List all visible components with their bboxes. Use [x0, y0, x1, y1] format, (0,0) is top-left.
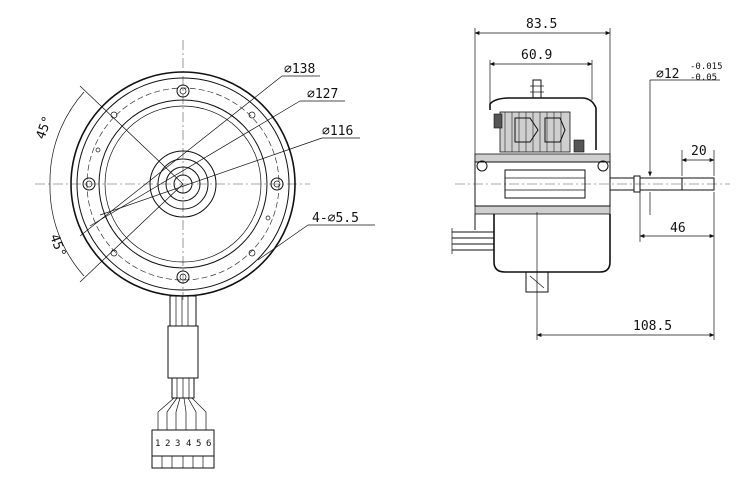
mounting-hole-bottom [176, 270, 190, 284]
pin-label-6: 6 [206, 439, 211, 449]
cable-bundle [167, 295, 199, 399]
stator-winding [499, 111, 571, 153]
bearing-right-top [573, 139, 585, 153]
pin-label-5: 5 [196, 439, 201, 449]
body-inner-circle [104, 105, 262, 263]
rim-rivets [95, 111, 271, 257]
angle-arc-bottom [49, 183, 85, 277]
dim-overall-len: 108.5 [633, 319, 672, 334]
flange-bolt-right [597, 160, 609, 172]
flange-rim-circle [76, 77, 290, 291]
mounting-hole-top [176, 84, 190, 98]
body-circle [98, 99, 268, 269]
mounting-hole-left [82, 177, 96, 191]
diameter-leaders [79, 75, 375, 261]
dim-shaft-diameter: ⌀12 [656, 67, 679, 82]
front-view: 45° 45° ⌀138 ⌀127 ⌀116 4-⌀5.5 [34, 40, 375, 469]
motor-top-cap [489, 97, 597, 150]
bearing-left-top [493, 113, 503, 129]
angle-line-top [79, 85, 184, 185]
wires [157, 397, 207, 430]
hub-inner [165, 166, 201, 202]
side-view: 83.5 60.9 [451, 17, 730, 340]
pin-label-3: 3 [175, 439, 180, 449]
flange-plate-top [474, 153, 611, 163]
flange-bolt-left [476, 160, 488, 172]
shaft-end [173, 174, 193, 194]
hub-outer [149, 150, 217, 218]
flange-plate-bottom [474, 205, 611, 215]
pin-label-1: 1 [155, 439, 160, 449]
dim-outer-diameter: ⌀138 [284, 62, 315, 77]
angle-line-bottom [79, 183, 184, 283]
dim-width-body: 60.9 [521, 48, 552, 63]
dim-shaft-tol-lower: -0.05 [690, 73, 717, 83]
dim-holes: 4-⌀5.5 [312, 211, 359, 226]
angle-label-top: 45° [34, 114, 56, 141]
hub-middle [157, 158, 209, 210]
angle-arc-top [49, 91, 85, 185]
connector: 1 2 3 4 5 6 [151, 429, 215, 469]
angle-label-bottom: 45° [46, 232, 68, 259]
dim-width-total: 83.5 [526, 17, 557, 32]
pin-label-2: 2 [165, 439, 170, 449]
top-terminal [532, 79, 542, 99]
dim-shaft-tol-upper: -0.015 [690, 62, 723, 72]
side-cable [451, 228, 494, 254]
dim-shaft-len: 46 [670, 221, 686, 236]
dim-bolt-diameter: ⌀127 [307, 87, 338, 102]
dim-inner-diameter: ⌀116 [322, 124, 353, 139]
cable-sleeve [167, 325, 199, 379]
rear-housing [493, 214, 611, 273]
dim-shaft-end: 20 [691, 144, 707, 159]
mounting-hole-right [270, 177, 284, 191]
pin-label-4: 4 [186, 439, 191, 449]
rotor-core [504, 169, 586, 199]
